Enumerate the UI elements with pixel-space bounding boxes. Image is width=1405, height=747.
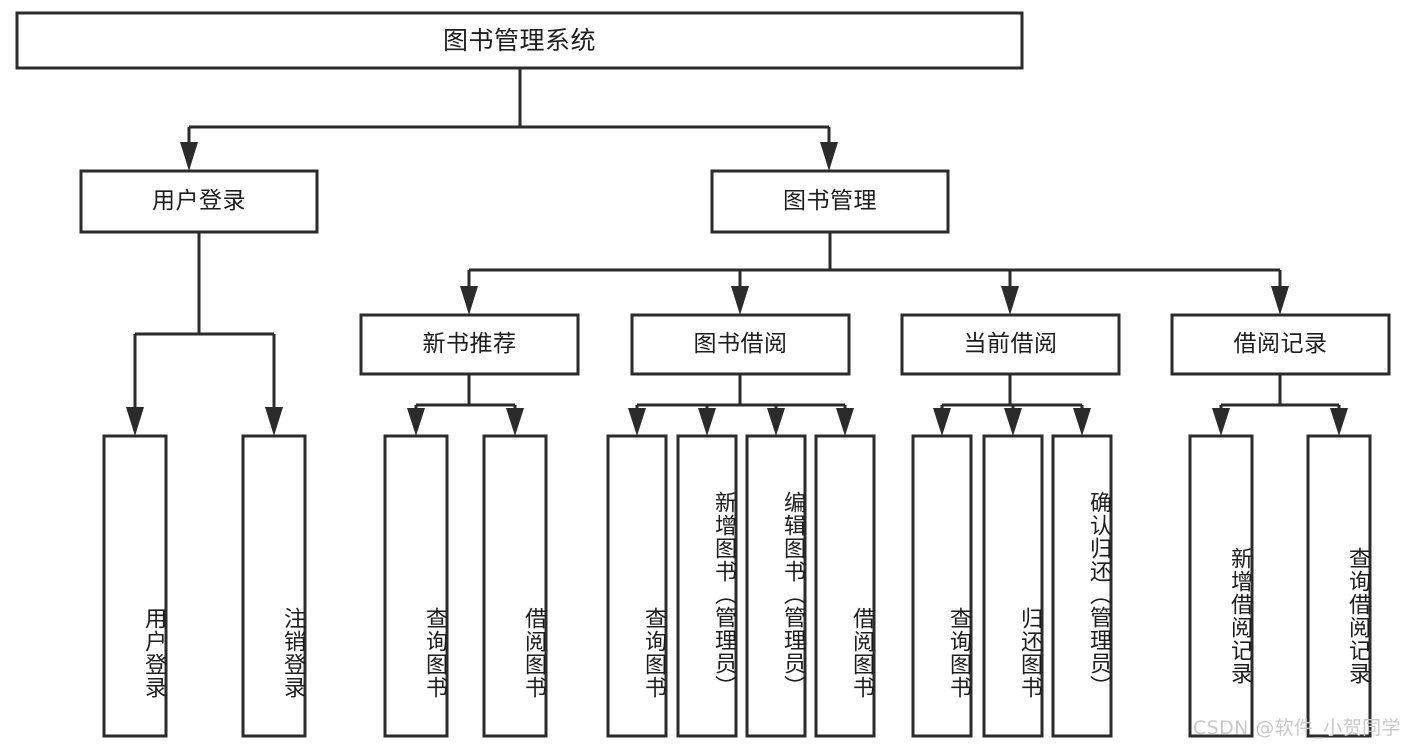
- node-box-leaf-recommend-1[interactable]: [482, 434, 548, 738]
- node-box-leaf-borrow-1[interactable]: [676, 434, 738, 738]
- arrow-head-to-current-borrow: [1001, 286, 1019, 315]
- arrow-head-leaf-borrow-2: [767, 408, 785, 436]
- arrow-head-to-book-management: [820, 142, 838, 171]
- node-box-leaf-record-1[interactable]: [1306, 434, 1372, 738]
- arrow-head-leaf-borrow-3: [836, 408, 854, 436]
- arrow-head-leaf-recommend-1: [506, 408, 524, 436]
- node-box-leaf-record-0[interactable]: [1188, 434, 1254, 738]
- node-box-leaf-user-login-1[interactable]: [241, 434, 307, 738]
- arrow-head-leaf-user-login-1: [265, 407, 283, 436]
- node-box-user-login[interactable]: [79, 169, 319, 234]
- node-box-leaf-current-2[interactable]: [1051, 434, 1113, 738]
- node-box-leaf-borrow-3[interactable]: [814, 434, 876, 738]
- node-box-book-management[interactable]: [710, 169, 950, 234]
- arrow-head-leaf-record-1: [1330, 408, 1348, 436]
- node-box-book-borrow[interactable]: [630, 313, 851, 376]
- arrow-head-leaf-current-2: [1073, 408, 1091, 436]
- arrow-head-to-new-book-recommend: [460, 286, 478, 315]
- arrow-head-leaf-borrow-1: [698, 408, 716, 436]
- node-box-leaf-current-1[interactable]: [982, 434, 1044, 738]
- arrow-head-to-user-login: [180, 142, 198, 171]
- node-box-new-book-recommend[interactable]: [359, 313, 580, 376]
- node-box-leaf-recommend-0[interactable]: [383, 434, 449, 738]
- node-box-leaf-borrow-0[interactable]: [606, 434, 668, 738]
- node-box-leaf-user-login-0[interactable]: [102, 434, 168, 738]
- arrow-head-leaf-current-1: [1004, 408, 1022, 436]
- node-box-leaf-current-0[interactable]: [911, 434, 973, 738]
- arrow-head-to-borrow-record: [1271, 286, 1289, 315]
- node-box-current-borrow[interactable]: [900, 313, 1121, 376]
- arrow-head-leaf-borrow-0: [628, 408, 646, 436]
- arrow-head-to-book-borrow: [731, 286, 749, 315]
- node-box-borrow-record[interactable]: [1170, 313, 1391, 376]
- arrow-head-leaf-current-0: [933, 408, 951, 436]
- arrow-head-leaf-recommend-0: [407, 408, 425, 436]
- arrow-head-leaf-user-login-0: [126, 407, 144, 436]
- arrow-head-leaf-record-0: [1212, 408, 1230, 436]
- node-box-root[interactable]: [15, 11, 1024, 70]
- node-box-leaf-borrow-2[interactable]: [745, 434, 807, 738]
